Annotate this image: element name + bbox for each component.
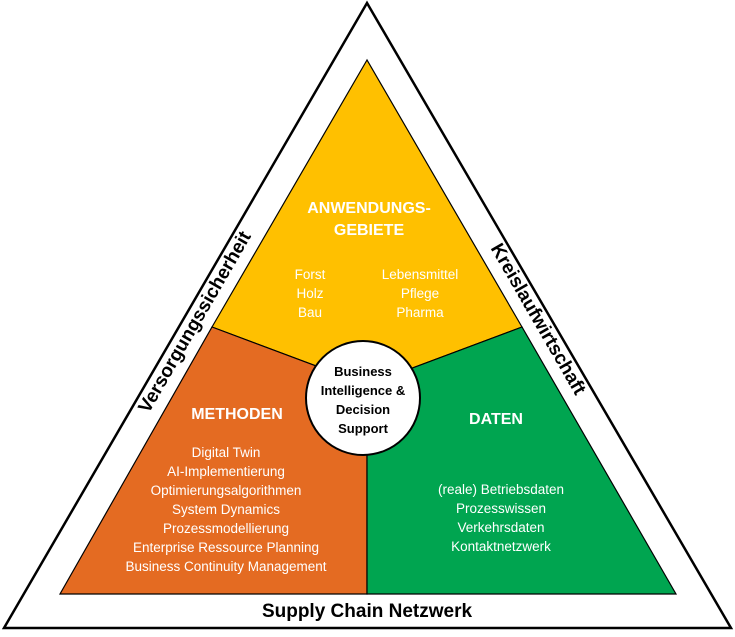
center-circle: [305, 340, 421, 456]
methoden-item: Enterprise Ressource Planning: [133, 540, 319, 555]
center-line: Decision: [336, 402, 390, 417]
methoden-item: Business Continuity Management: [125, 559, 326, 574]
methoden-item: System Dynamics: [172, 502, 280, 517]
daten-item: Verkehrsdaten: [457, 520, 544, 535]
center-line: Intelligence &: [321, 383, 406, 398]
segment-daten: [366, 326, 678, 595]
center-line: Support: [338, 421, 388, 436]
methoden-title: METHODEN: [191, 406, 283, 423]
methoden-item: AI-Implementierung: [167, 464, 285, 479]
daten-item: (reale) Betriebsdaten: [438, 482, 564, 497]
center-line: Business: [334, 364, 392, 379]
daten-item: Prozesswissen: [456, 501, 546, 516]
anwendung-item: Pharma: [396, 305, 444, 320]
methoden-item: Optimierungsalgorithmen: [151, 483, 302, 498]
anwendungsgebiete-title-2: GEBIETE: [334, 222, 405, 239]
anwendung-item: Bau: [298, 305, 322, 320]
anwendung-item: Forst: [295, 267, 326, 282]
anwendung-item: Holz: [296, 286, 323, 301]
daten-item: Kontaktnetzwerk: [451, 539, 551, 554]
anwendungsgebiete-title-1: ANWENDUNGS-: [307, 200, 431, 217]
daten-title: DATEN: [469, 411, 523, 428]
methoden-item: Digital Twin: [192, 445, 261, 460]
anwendung-item: Lebensmittel: [382, 267, 459, 282]
anwendung-item: Pflege: [401, 286, 439, 301]
methoden-item: Prozessmodellierung: [163, 521, 289, 536]
side-label-bottom: Supply Chain Netzwerk: [262, 601, 473, 622]
